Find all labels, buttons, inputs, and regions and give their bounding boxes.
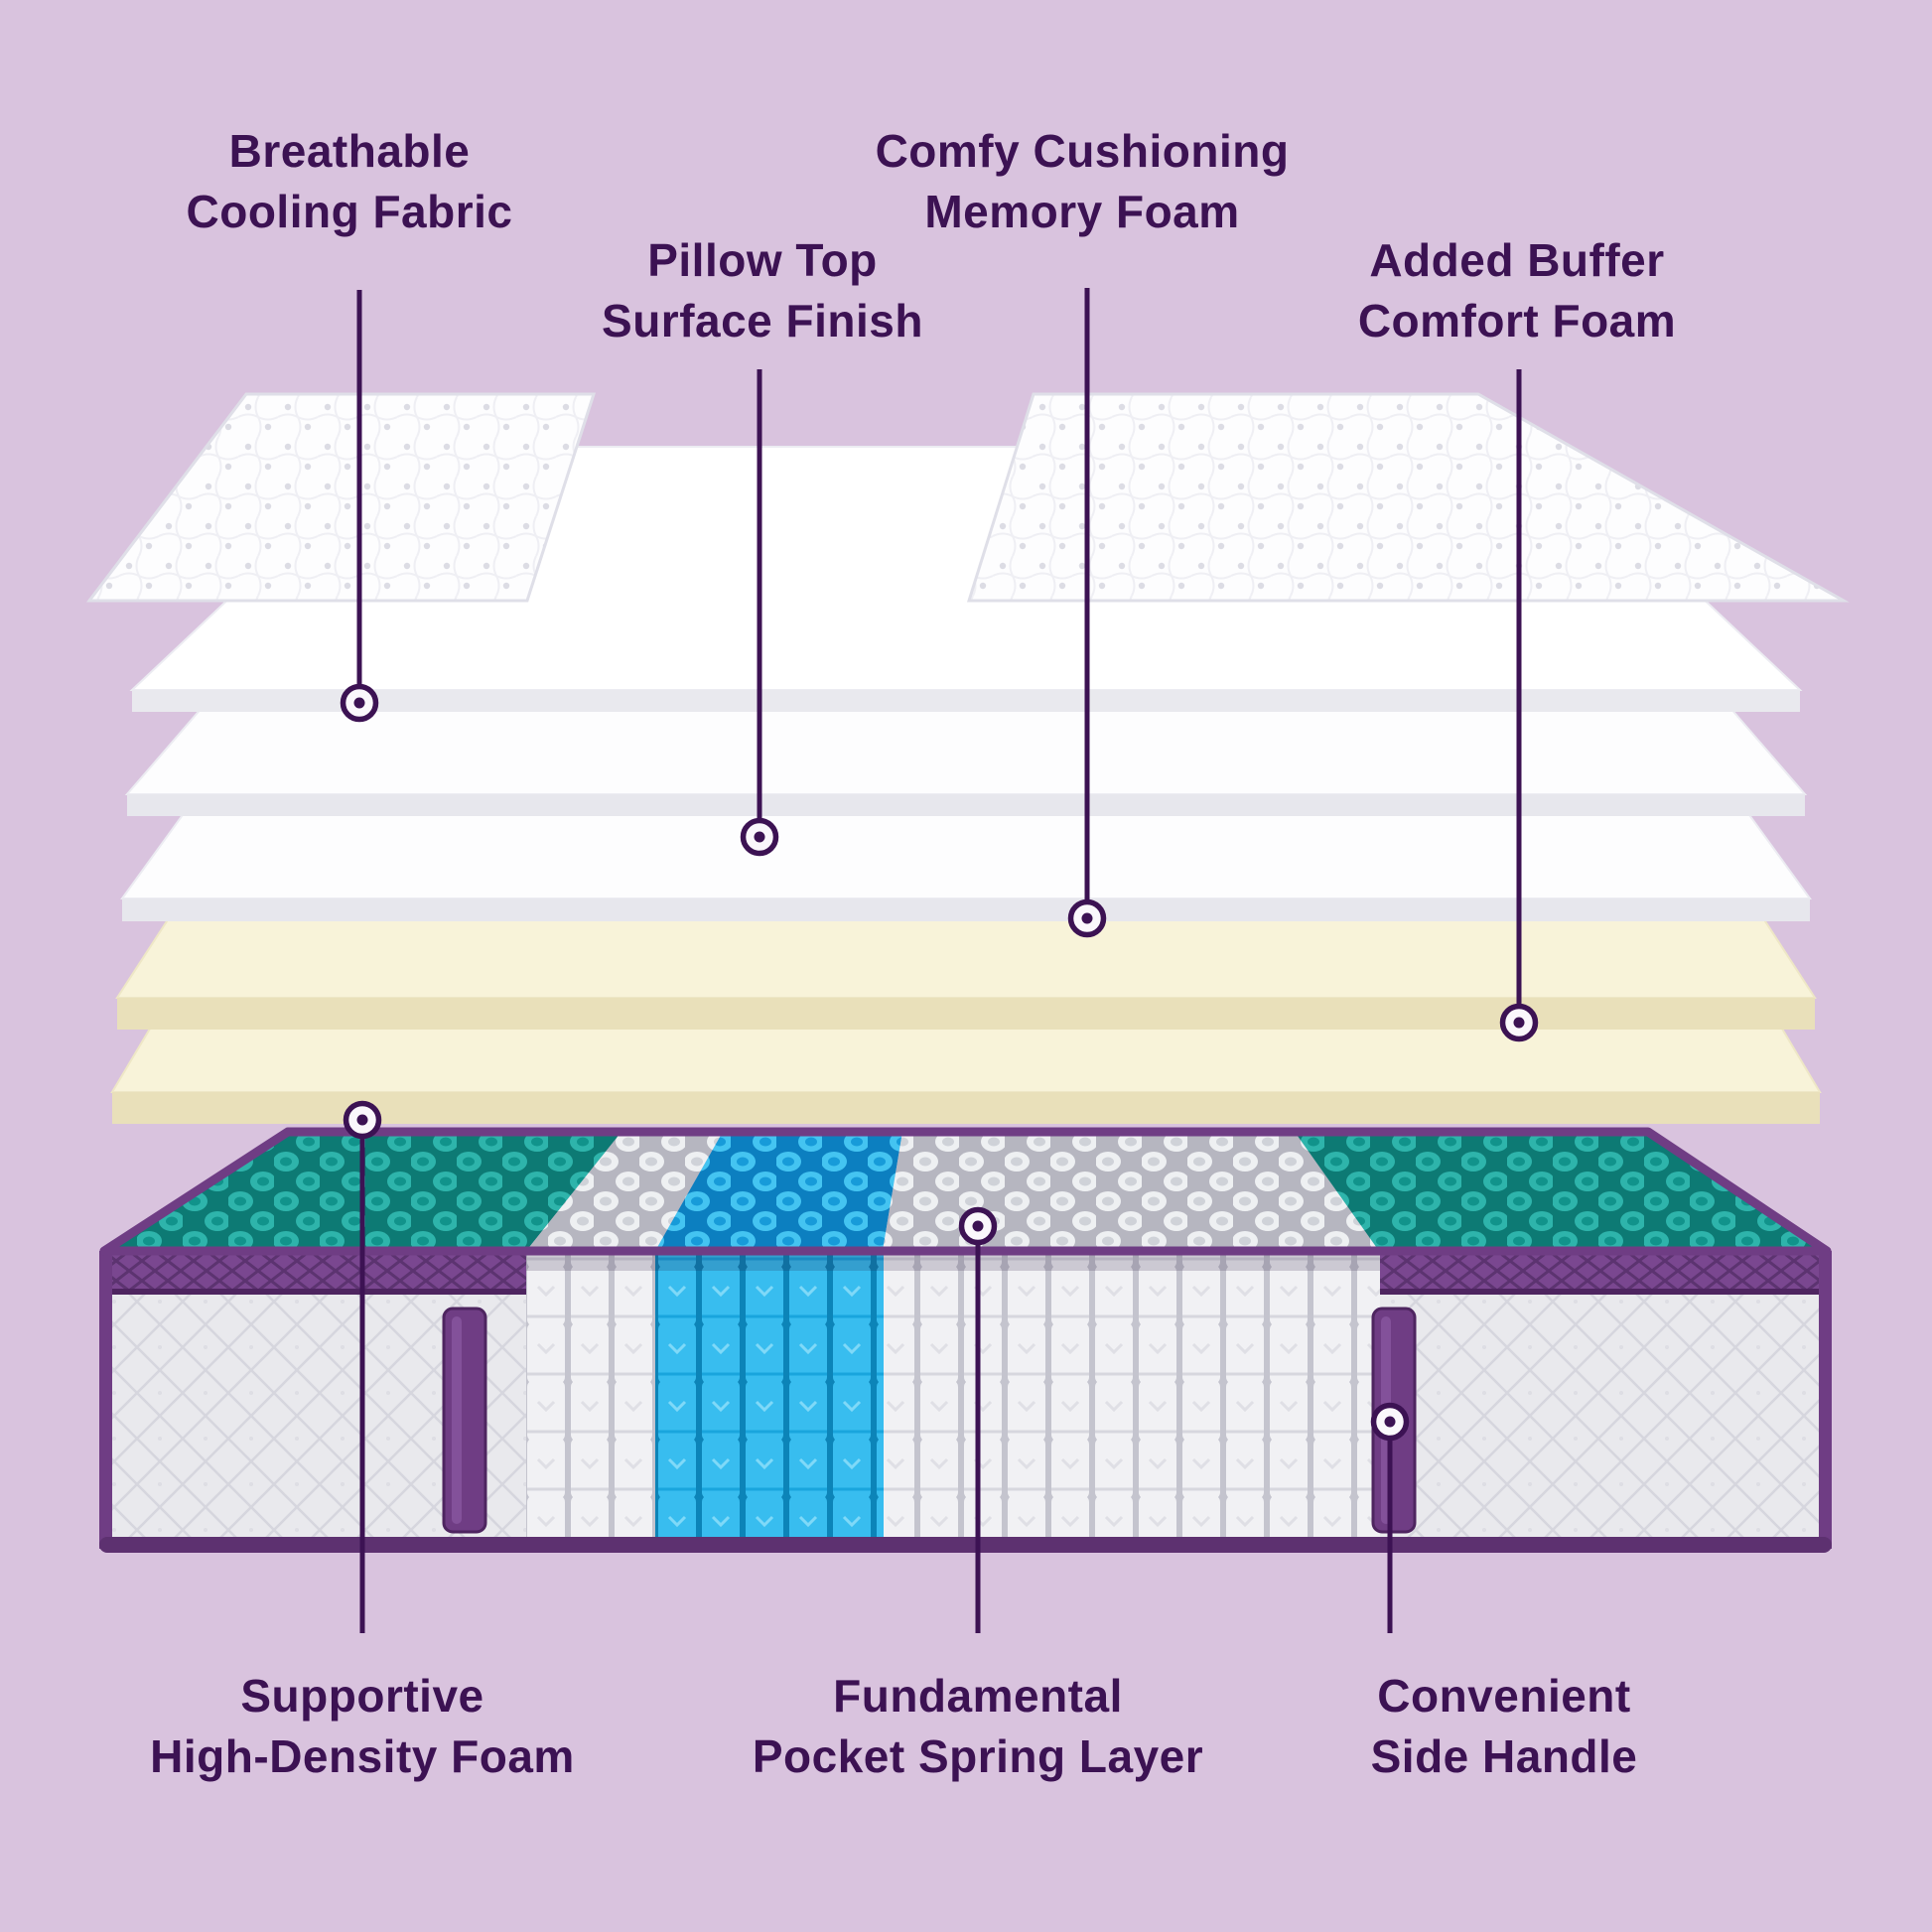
label-line: Convenient: [1377, 1670, 1631, 1722]
callout-marker-pocket-spring: [958, 1206, 998, 1246]
label-line: Added Buffer: [1369, 234, 1665, 286]
label-line: Breathable: [228, 125, 471, 177]
callout-label-breathable-cooling-fabric: Breathable Cooling Fabric: [187, 121, 513, 241]
callout-marker-pillow-top: [740, 817, 779, 857]
label-line: Comfort Foam: [1357, 294, 1677, 346]
label-line: Pocket Spring Layer: [752, 1729, 1204, 1782]
trim-edge-right: [1380, 1289, 1827, 1295]
side-handle-left: [442, 1307, 487, 1534]
layer-pocket-spring-base: [99, 1127, 1832, 1553]
coil-section-white-right: [883, 1132, 1379, 1251]
label-line: Memory Foam: [924, 185, 1240, 237]
callout-label-high-density-foam: Supportive High-Density Foam: [150, 1666, 575, 1786]
callout-marker-memory-foam: [1067, 898, 1107, 938]
coil-section-blue-center: [655, 1132, 902, 1251]
spring-unit-purple-rim: [99, 1127, 1832, 1256]
callout-label-side-handle: Convenient Side Handle: [1371, 1666, 1638, 1786]
label-line: Supportive: [240, 1670, 484, 1722]
callout-label-pillow-top: Pillow Top Surface Finish: [602, 230, 923, 350]
callout-label-pocket-spring: Fundamental Pocket Spring Layer: [753, 1666, 1203, 1786]
coil-section-white-left: [526, 1132, 723, 1251]
coil-section-teal-right: [1295, 1132, 1827, 1251]
side-panel-right: [1380, 1251, 1827, 1541]
pocket-springs-front-white: [526, 1251, 1380, 1541]
callout-lines: [356, 288, 1522, 1633]
callout-markers: [340, 683, 1539, 1442]
pocket-springs-front-blue: [655, 1251, 884, 1541]
trim-band-right: [1380, 1251, 1827, 1291]
corner-piping-left: [99, 1251, 112, 1549]
label-line: High-Density Foam: [150, 1729, 575, 1782]
trim-band-left: [104, 1251, 526, 1291]
callout-marker-side-handle: [1370, 1402, 1410, 1442]
label-line: Side Handle: [1370, 1729, 1638, 1782]
label-line: Comfy Cushioning: [875, 125, 1290, 177]
label-line: Pillow Top: [647, 234, 878, 286]
label-line: Fundamental: [833, 1670, 1123, 1722]
label-line: Cooling Fabric: [186, 185, 513, 237]
callout-marker-breathable-cooling-fabric: [340, 683, 379, 723]
callout-label-memory-foam: Comfy Cushioning Memory Foam: [876, 121, 1290, 241]
callout-marker-comfort-foam: [1499, 1003, 1539, 1042]
label-line: Surface Finish: [602, 294, 923, 346]
trim-edge-left: [104, 1289, 526, 1295]
corner-piping-right: [1819, 1251, 1832, 1549]
quilted-cover-right-piece: [966, 392, 1850, 603]
quilted-cover-left-piece: [85, 392, 597, 603]
layer-quilted-cover: [85, 392, 1850, 603]
springs-top-shadow: [526, 1251, 1380, 1271]
bottom-piping: [99, 1537, 1832, 1553]
callout-label-comfort-foam: Added Buffer Comfort Foam: [1358, 230, 1676, 350]
callout-marker-high-density-foam: [343, 1100, 382, 1140]
